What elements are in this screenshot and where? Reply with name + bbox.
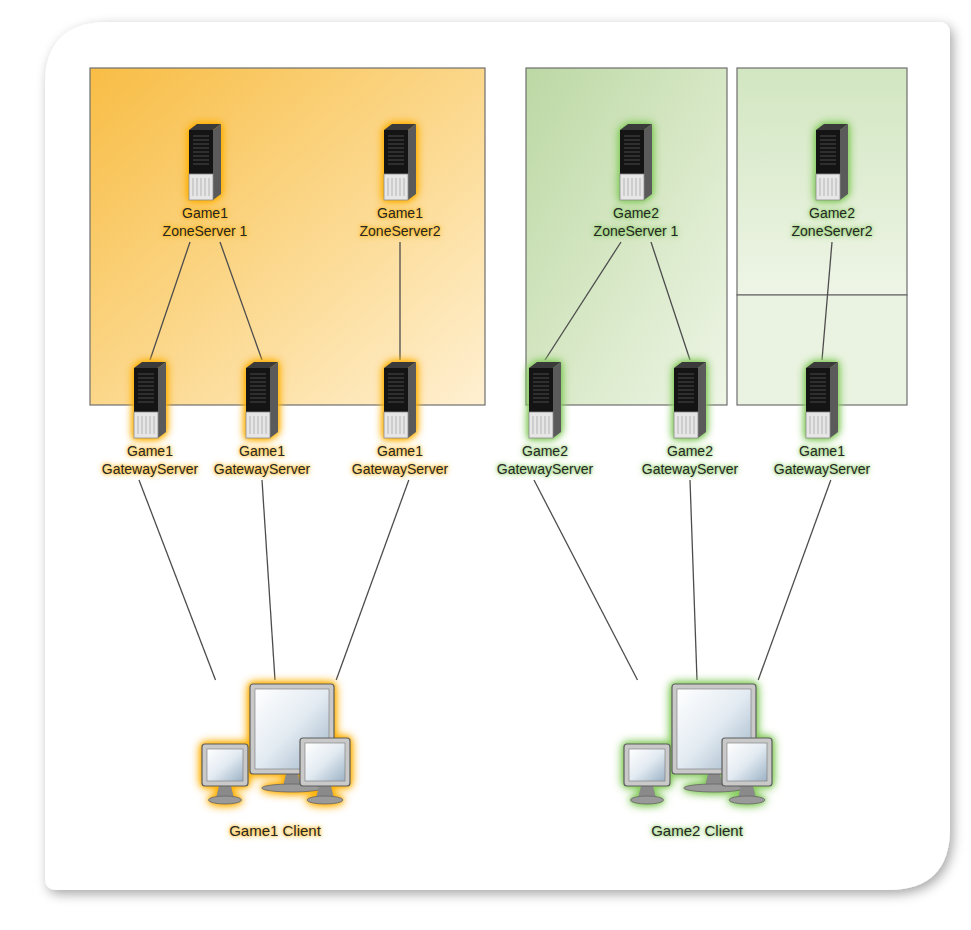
zone-server: Game1 ZoneServer2 (350, 122, 450, 240)
server-icon (378, 122, 422, 202)
connector (336, 480, 409, 680)
gateway-server: Game1 GatewayServer (767, 360, 877, 478)
server-label: Game1 GatewayServer (345, 443, 455, 478)
server-label: Game1 GatewayServer (95, 443, 205, 478)
server-label: Game2 GatewayServer (490, 443, 600, 478)
connector (822, 242, 832, 360)
client-icon (612, 680, 782, 816)
game1-region (90, 68, 485, 405)
connector (758, 480, 831, 680)
zone-server: Game2 ZoneServer2 (782, 122, 882, 240)
connector (690, 480, 697, 680)
server-icon (668, 360, 712, 440)
client-icon (190, 680, 360, 816)
game2-region (526, 68, 727, 405)
server-label: Game1 Client (190, 822, 360, 841)
gateway-server: Game1 GatewayServer (345, 360, 455, 478)
gateway-server: Game2 GatewayServer (635, 360, 745, 478)
server-label: Game1 ZoneServer2 (350, 205, 450, 240)
server-label: Game1 GatewayServer (207, 443, 317, 478)
connector (651, 242, 690, 360)
server-label: Game2 ZoneServer2 (782, 205, 882, 240)
connector (399, 242, 400, 360)
server-label: Game1 GatewayServer (767, 443, 877, 478)
connector (150, 242, 190, 360)
server-icon (183, 122, 227, 202)
game-client: Game1 Client (190, 680, 360, 841)
connector (262, 480, 275, 680)
server-label: Game2 ZoneServer 1 (586, 205, 686, 240)
server-icon (378, 360, 422, 440)
server-icon (523, 360, 567, 440)
connector (545, 242, 621, 360)
server-label: Game2 Client (612, 822, 782, 841)
gateway-server: Game1 GatewayServer (95, 360, 205, 478)
server-label: Game1 ZoneServer 1 (155, 205, 255, 240)
server-icon (800, 360, 844, 440)
connector (534, 480, 638, 680)
connector (220, 242, 262, 360)
card (45, 22, 950, 890)
gateway-server: Game2 GatewayServer (490, 360, 600, 478)
game2-region (737, 68, 907, 295)
connector (139, 480, 216, 680)
game-client: Game2 Client (612, 680, 782, 841)
server-icon (810, 122, 854, 202)
server-icon (240, 360, 284, 440)
gateway-server: Game1 GatewayServer (207, 360, 317, 478)
server-icon (128, 360, 172, 440)
zone-server: Game2 ZoneServer 1 (586, 122, 686, 240)
zone-server: Game1 ZoneServer 1 (155, 122, 255, 240)
server-label: Game2 GatewayServer (635, 443, 745, 478)
server-icon (614, 122, 658, 202)
